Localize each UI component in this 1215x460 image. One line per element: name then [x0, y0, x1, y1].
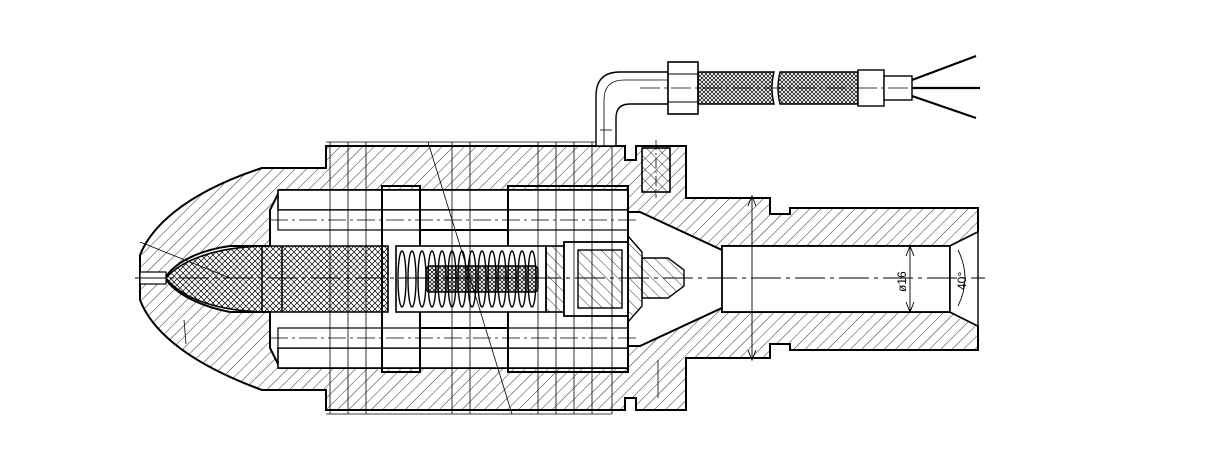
- spring-chamber: [395, 245, 547, 313]
- bore-diameter-label: ø16: [895, 271, 909, 292]
- chamfer-angle-label: 40°: [955, 272, 969, 290]
- chamfer-dimension: [957, 249, 966, 307]
- spring-coil: [397, 250, 407, 308]
- outlet-bore: [721, 230, 979, 328]
- spring-coil: [407, 250, 417, 308]
- set-screw: [641, 140, 671, 198]
- cable-wires: [911, 54, 980, 120]
- housing-body: [139, 145, 979, 411]
- piston: [545, 234, 685, 324]
- flange-dimension: [747, 194, 757, 362]
- sleeve-upper: [270, 189, 640, 231]
- insulation-insert: [164, 245, 389, 313]
- bore-dimension: [905, 244, 915, 314]
- cable-elbow: [595, 71, 669, 147]
- sleeve-lower: [270, 327, 640, 369]
